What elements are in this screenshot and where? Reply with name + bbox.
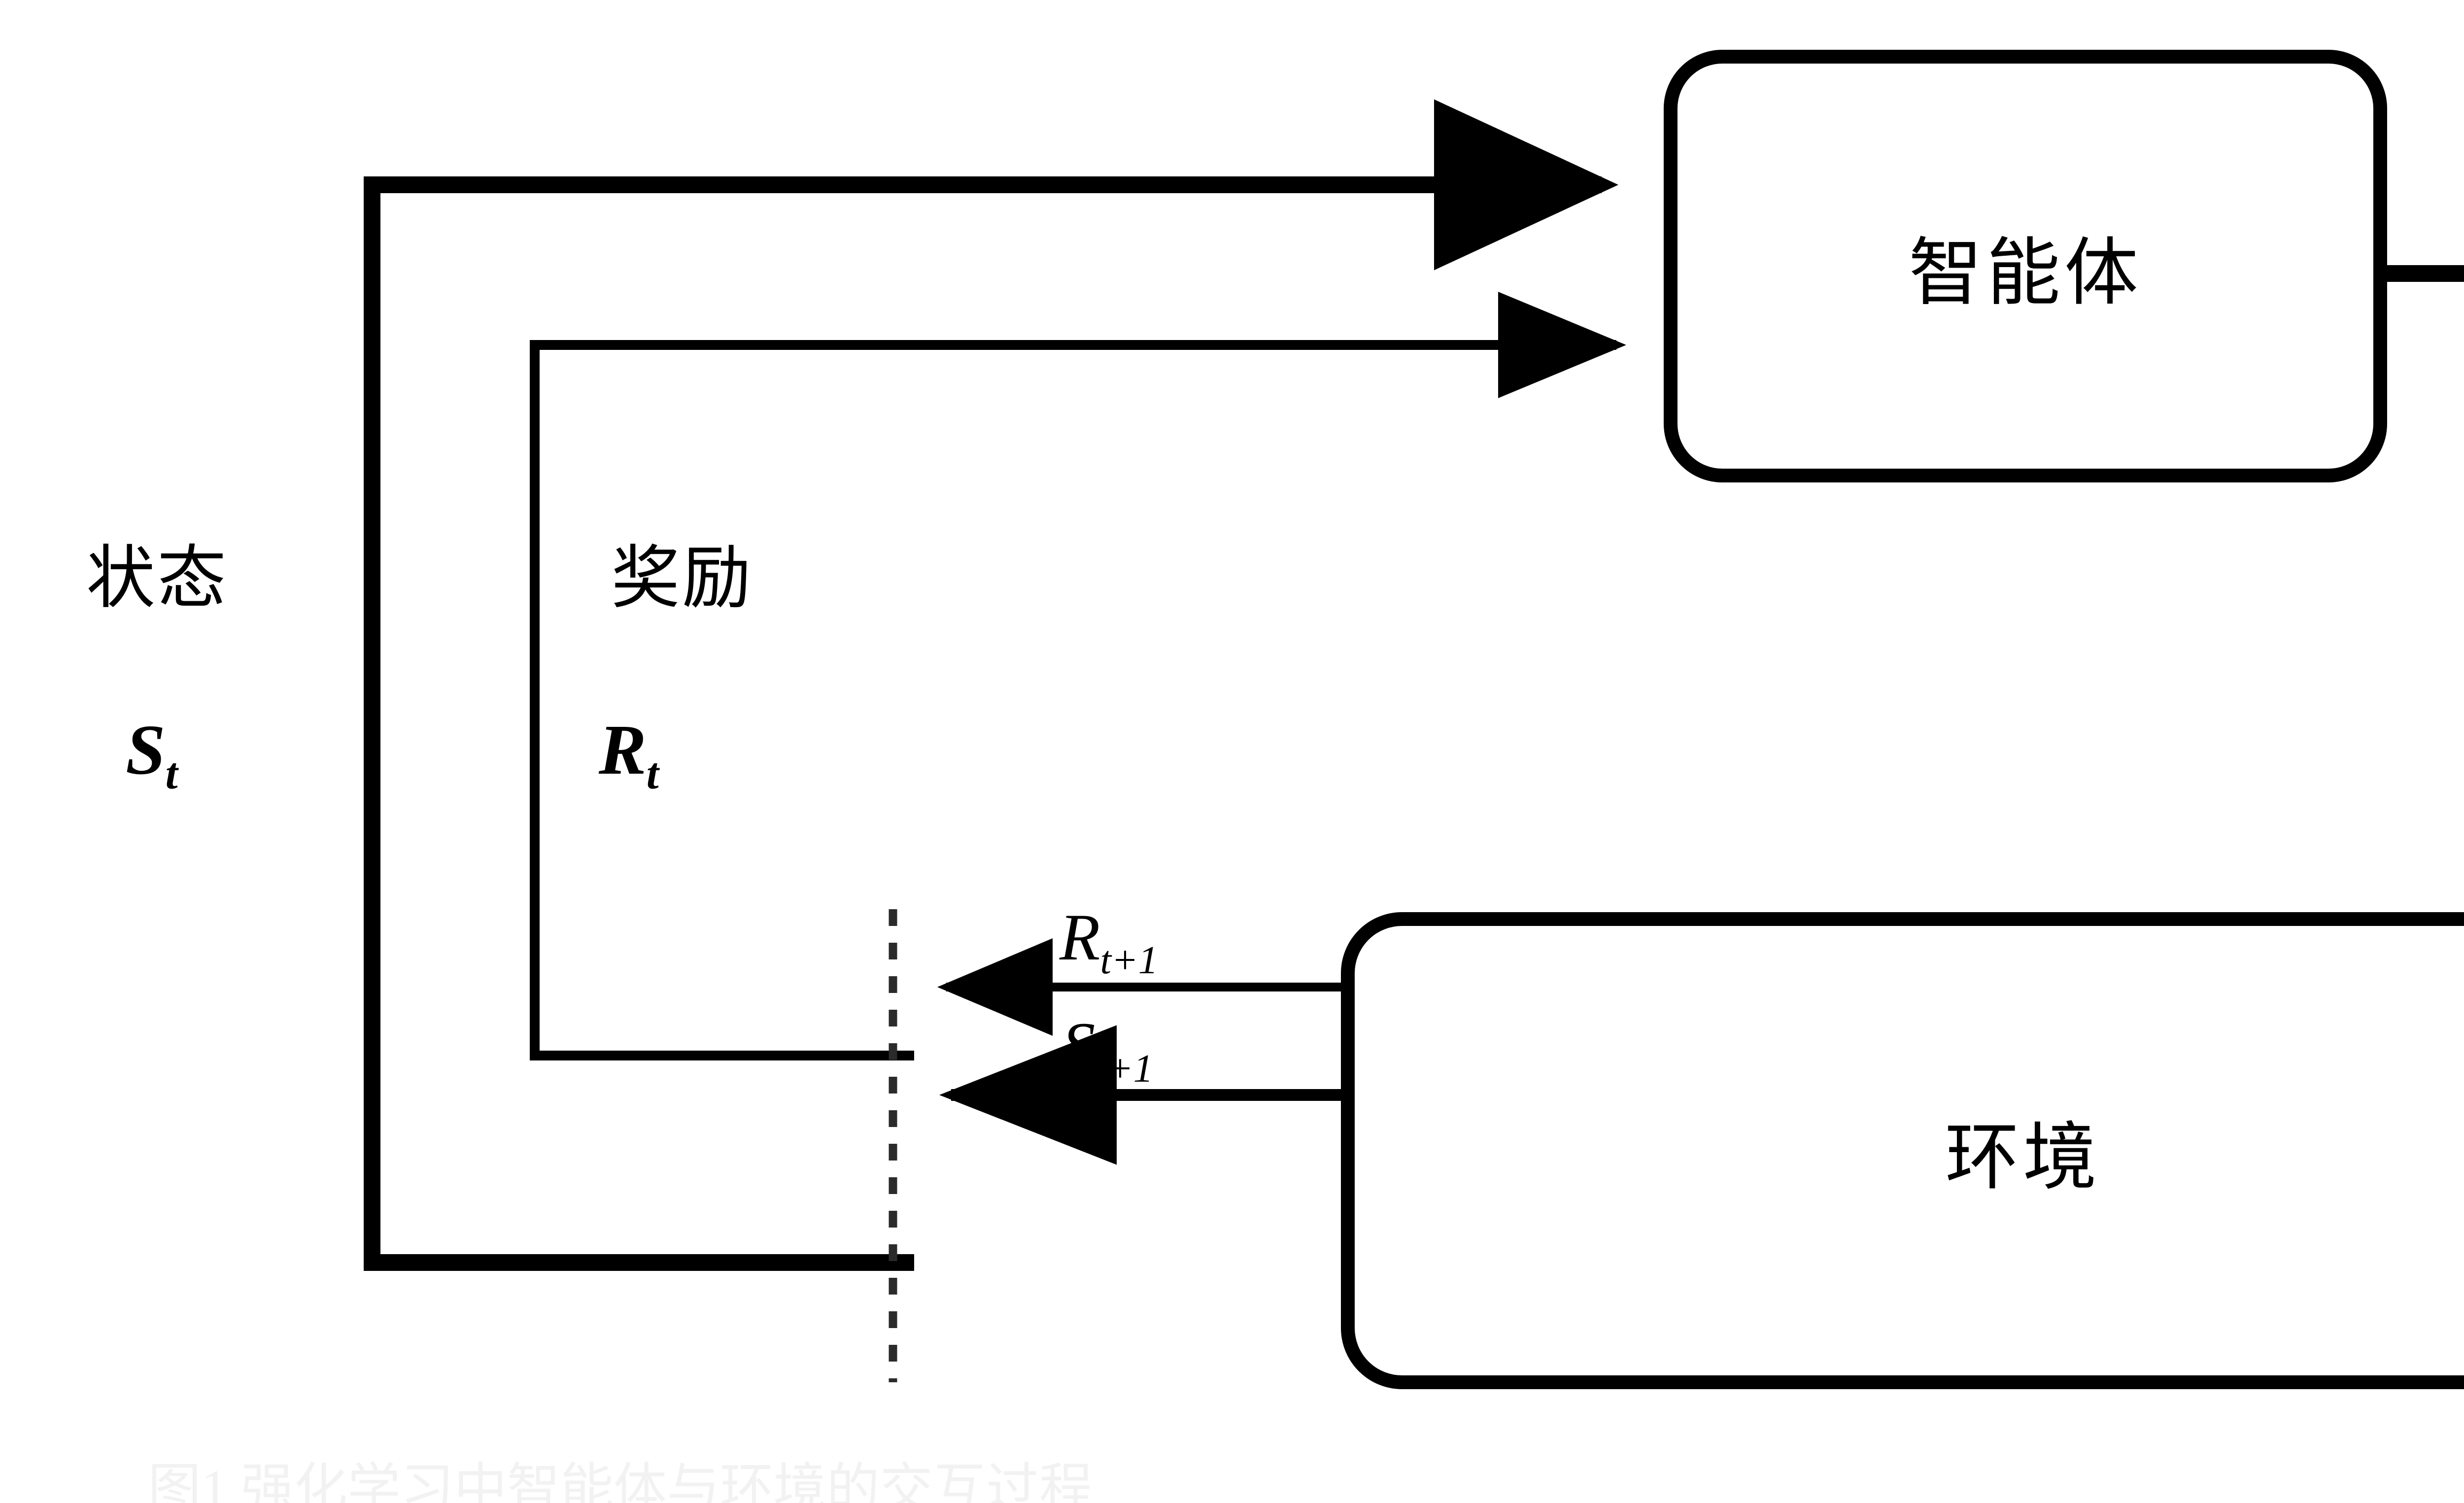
figure-caption: 图1 强化学习中智能体与环境的交互过程 (148, 1460, 1093, 1503)
state-symbol-base: S (126, 711, 166, 789)
state-symbol: St (126, 715, 178, 796)
state-next-subscript: t+1 (1095, 1046, 1154, 1091)
reward-next-label: Rt+1 (1060, 904, 1158, 980)
state-label-cjk: 状态 (86, 541, 229, 617)
state-next-base: S (1062, 1009, 1095, 1083)
state-symbol-subscript: t (165, 750, 178, 798)
reward-label-cjk: 奖励 (611, 541, 753, 617)
state-next-label: St+1 (1062, 1013, 1153, 1089)
edge-reward-feedback (530, 292, 1626, 1060)
reward-symbol: Rt (599, 715, 659, 796)
node-agent-box[interactable] (1664, 50, 2387, 482)
reward-symbol-subscript: t (646, 750, 659, 798)
reward-symbol-base: R (599, 711, 647, 789)
reward-next-subscript: t+1 (1100, 938, 1159, 982)
node-environment-box[interactable] (1341, 912, 2464, 1389)
edge-state-feedback (364, 99, 1618, 1271)
reward-next-base: R (1060, 901, 1100, 974)
